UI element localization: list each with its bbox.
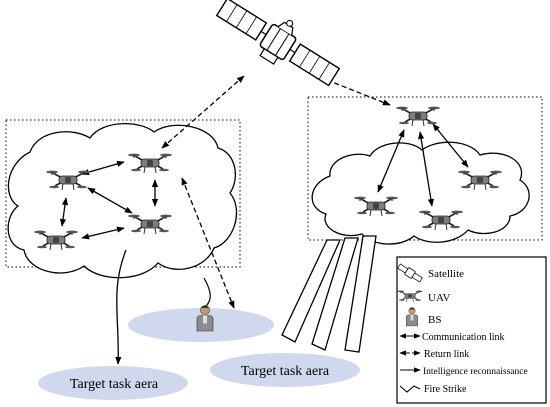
legend-fire-strike-icon xyxy=(399,385,421,393)
legend-intelligence-reconnaissance-label: Intelligence reconnaissance xyxy=(423,367,528,377)
task-area-right-ellipse xyxy=(210,353,360,387)
return-links xyxy=(161,73,391,309)
legend-uav-label: UAV xyxy=(428,292,450,304)
left-uav-group-box xyxy=(5,119,241,268)
task-area-right-label: Target task aera xyxy=(241,364,330,379)
right-uav-group-box xyxy=(307,96,543,241)
legend-box xyxy=(396,256,547,404)
bs-pointer xyxy=(203,277,211,307)
uav-right-leader xyxy=(395,105,441,127)
legend-return-link-label: Return link xyxy=(424,349,469,360)
task-area-left-ellipse xyxy=(38,366,188,400)
task-area-left-label: Target task aera xyxy=(70,377,159,392)
satellite-icon xyxy=(210,0,348,96)
legend-communication-link-label: Communication link xyxy=(422,332,505,343)
left-cloud xyxy=(7,122,238,279)
left-communication-links xyxy=(59,160,159,240)
legend-fire-strike-label: Fire Strike xyxy=(424,384,467,395)
right-communication-links xyxy=(377,123,469,207)
legend-bs-label: BS xyxy=(428,314,441,326)
legend: Satellite UAV BS Communication link Retu… xyxy=(396,256,547,404)
fire-strike-beams xyxy=(281,235,377,353)
left-cloud-pointer xyxy=(115,249,127,365)
right-cloud xyxy=(311,141,530,245)
legend-satellite-label: Satellite xyxy=(428,268,464,280)
